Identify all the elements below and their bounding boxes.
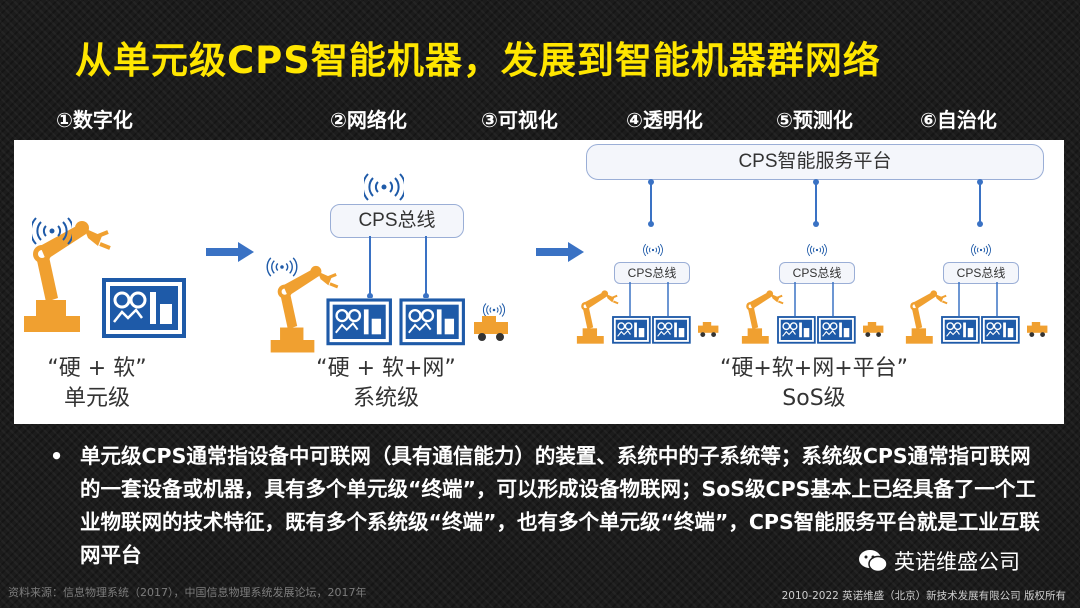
system-caption: “硬 + 软+网” 系统级 xyxy=(296,354,476,414)
sos-screen-icon xyxy=(817,316,856,344)
system-cart-icon xyxy=(474,316,508,341)
system-caption-line1: “硬 + 软+网” xyxy=(316,356,456,381)
sos-platform-box: CPS智能服务平台 xyxy=(586,144,1044,180)
sos-wifi-icon xyxy=(643,243,663,257)
sos-caption-line2: SoS级 xyxy=(782,386,846,411)
sos-screen-icon xyxy=(777,316,816,344)
cps-diagram-panel: “硬 + 软” 单元级 CPS总线 “硬 + 软+网” 系统级 CP xyxy=(14,140,1064,424)
sos-bus-box-1: CPS总线 xyxy=(614,262,690,284)
sos-caption-line1: “硬+软+网+平台” xyxy=(719,356,909,381)
unit-screen-icon xyxy=(102,278,186,338)
sos-bus-box-3: CPS总线 xyxy=(943,262,1019,284)
unit-caption: “硬 + 软” 单元级 xyxy=(22,354,172,414)
sos-wifi-icon xyxy=(807,243,827,257)
unit-caption-line1: “硬 + 软” xyxy=(47,356,147,381)
system-bus-connectors xyxy=(367,236,429,298)
sos-bus-connectors xyxy=(794,282,834,316)
sos-caption: “硬+软+网+平台” SoS级 xyxy=(694,354,934,414)
stage-prediction: ⑤预测化 xyxy=(776,108,853,132)
stage-transparency: ④透明化 xyxy=(626,108,703,132)
sos-bus-box-2: CPS总线 xyxy=(779,262,855,284)
platform-connectors xyxy=(648,179,983,227)
sos-wifi-icon xyxy=(971,243,991,257)
sos-bus-connectors xyxy=(958,282,998,316)
stage-networking: ②网络化 xyxy=(330,108,407,132)
sos-cart-icon xyxy=(1027,322,1048,337)
sos-screen-icon xyxy=(612,316,651,344)
bullet-text: 单元级CPS通常指设备中可联网（具有通信能力）的装置、系统中的子系统等；系统级C… xyxy=(80,444,1040,567)
sos-bus-connectors xyxy=(629,282,669,316)
wechat-watermark: 英诺维盛公司 xyxy=(858,546,1020,576)
source-note: 资料来源：信息物理系统（2017），中国信息物理系统发展论坛，2017年 xyxy=(8,586,367,599)
bullet-list: • 单元级CPS通常指设备中可联网（具有通信能力）的装置、系统中的子系统等；系统… xyxy=(50,440,1040,572)
sos-screen-icon xyxy=(981,316,1020,344)
system-screen-icon xyxy=(326,298,392,346)
sos-cart-icon xyxy=(698,322,719,337)
copyright-footer: 2010-2022 英诺维盛（北京）新技术发展有限公司 版权所有 xyxy=(781,590,1066,602)
system-caption-line2: 系统级 xyxy=(352,386,419,411)
stage-autonomy: ⑥自治化 xyxy=(920,108,997,132)
unit-wifi-icon xyxy=(32,217,72,245)
system-screen-icon xyxy=(399,298,465,346)
wechat-icon xyxy=(859,550,888,573)
slide-title: 从单元级CPS智能机器，发展到智能机器群网络 xyxy=(75,39,881,82)
stage-visualization: ③可视化 xyxy=(481,108,558,132)
arrow-icon xyxy=(536,242,584,262)
system-wifi-icon xyxy=(364,173,404,201)
unit-caption-line2: 单元级 xyxy=(63,386,130,411)
wechat-account-name: 英诺维盛公司 xyxy=(894,550,1020,574)
stage-digitization: ①数字化 xyxy=(56,108,133,132)
system-bus-box: CPS总线 xyxy=(330,204,464,238)
sos-cart-icon xyxy=(863,322,884,337)
bullet-dot: • xyxy=(50,444,64,468)
arrow-icon xyxy=(206,242,254,262)
sos-screen-icon xyxy=(652,316,691,344)
sos-screen-icon xyxy=(941,316,980,344)
